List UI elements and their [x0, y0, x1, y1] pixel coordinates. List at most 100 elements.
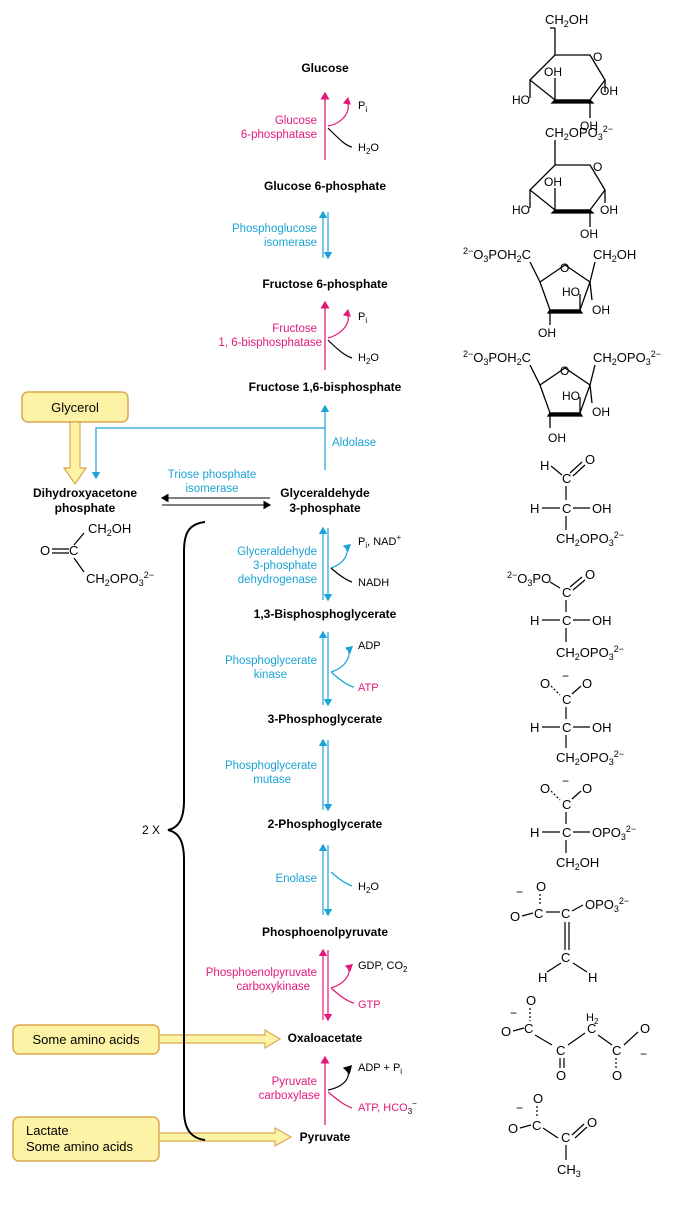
svg-text:H: H — [530, 613, 539, 628]
curve-pgk-adp — [330, 645, 354, 673]
metabolite-gap-line1: Glyceraldehyde — [280, 486, 370, 500]
fbp-ch2opo3: CH2OPO32− — [593, 349, 661, 367]
svg-text:O: O — [536, 879, 546, 894]
arrow-aldolase-branch — [91, 427, 325, 480]
enzyme-fbpase-line2: 1, 6-bisphosphatase — [218, 337, 322, 349]
side-pi-nad: Pi, NAD+ — [358, 533, 401, 550]
svg-text:H: H — [530, 720, 539, 735]
metabolite-glucose: Glucose — [301, 61, 349, 75]
enzyme-pgi-line2: isomerase — [264, 237, 317, 249]
glucose-ring-o: O — [593, 50, 602, 64]
svg-text:OPO32−: OPO32− — [592, 824, 636, 842]
svg-text:CH2OPO32−: CH2OPO32− — [556, 644, 624, 662]
glycerol-arrow — [62, 421, 88, 486]
side-atp-hco3: ATP, HCO3− — [358, 1099, 417, 1116]
svg-text:C: C — [534, 906, 543, 921]
svg-text:C: C — [561, 906, 570, 921]
metabolite-dhap-line2: phosphate — [55, 501, 116, 515]
svg-text:C: C — [562, 501, 571, 516]
f6p-oh-2: OH — [538, 326, 556, 340]
side-gdp-co2: GDP, CO2 — [358, 960, 408, 974]
glycerol-input: Glycerol — [21, 391, 129, 486]
svg-text:O: O — [508, 1121, 518, 1136]
f6p-structure — [529, 261, 596, 325]
svg-text:C: C — [524, 1021, 533, 1036]
svg-text:O: O — [40, 543, 50, 558]
g6p-structure — [529, 140, 606, 227]
metabolite-bisphosphoglycerate: 1,3-Bisphosphoglycerate — [254, 607, 397, 621]
svg-text:O: O — [540, 781, 550, 796]
curve-g6pase-pi — [327, 96, 352, 127]
metabolite-glucose-6-phosphate: Glucose 6-phosphate — [264, 179, 386, 193]
curve-pepck-gtp — [330, 987, 355, 1004]
pg2-structure: − O C O H C OPO32− CH2OH — [530, 774, 636, 872]
svg-text:OH: OH — [592, 501, 612, 516]
curve-pepck-gdp — [330, 963, 354, 989]
svg-text:C: C — [561, 950, 570, 965]
side-gtp: GTP — [358, 999, 381, 1011]
svg-text:H: H — [588, 970, 597, 985]
svg-text:C: C — [562, 825, 571, 840]
svg-text:CH2OH: CH2OH — [88, 521, 131, 538]
pyruvate-structure: − O O C C O CH3 — [508, 1091, 597, 1179]
amino-acids-input: Some amino acids — [12, 1024, 282, 1055]
g6p-ring-o: O — [593, 160, 602, 174]
svg-text:CH2OPO32−: CH2OPO32− — [86, 570, 154, 588]
enzyme-pgm-line1: Phosphoglycerate — [225, 760, 317, 772]
fbp-opo3-left: 2−O3POH2C — [463, 349, 531, 367]
metabolite-dhap-line1: Dihydroxyacetone — [33, 486, 137, 500]
svg-text:−: − — [562, 774, 569, 788]
svg-text:−: − — [516, 885, 523, 899]
svg-text:C: C — [562, 692, 571, 707]
svg-text:O: O — [587, 1115, 597, 1130]
svg-text:O: O — [585, 567, 595, 582]
f6p-ring-o: O — [560, 261, 569, 275]
curve-pc-adp — [327, 1065, 353, 1091]
enzyme-pgk-line1: Phosphoglycerate — [225, 655, 317, 667]
side-adp-pi: ADP + Pi — [358, 1062, 402, 1076]
fbp-ring-o: O — [560, 364, 569, 378]
svg-text:C: C — [612, 1043, 621, 1058]
svg-text:H: H — [530, 501, 539, 516]
g6p-oh-3: OH — [580, 227, 598, 241]
fbp-oh-2: OH — [548, 431, 566, 445]
metabolite-pyruvate: Pyruvate — [300, 1130, 351, 1144]
dhap-structure: CH2OH O C CH2OPO32− — [40, 521, 154, 588]
enzyme-gapdh-line3: dehydrogenase — [238, 574, 317, 586]
glucose-oh-3: OH — [580, 119, 598, 133]
svg-text:C: C — [562, 720, 571, 735]
metabolite-gap-line2: 3-phosphate — [289, 501, 361, 515]
f6p-ho: HO — [562, 285, 580, 299]
bpg-structure: 2−O3PO C O H C OH CH2OPO32− — [507, 567, 624, 662]
side-h2o-1: H2O — [358, 142, 379, 156]
svg-text:O: O — [510, 909, 520, 924]
side-h2o-3: H2O — [358, 881, 379, 895]
metabolite-phosphoenolpyruvate: Phosphoenolpyruvate — [262, 925, 388, 939]
curve-enolase-h2o — [330, 871, 353, 887]
metabolite-3-phosphoglycerate: 3-Phosphoglycerate — [268, 712, 383, 726]
svg-text:O: O — [526, 993, 536, 1008]
enzyme-pepck-line2: carboxykinase — [236, 981, 310, 993]
svg-text:O: O — [540, 676, 550, 691]
fbp-ho: HO — [562, 389, 580, 403]
svg-text:H: H — [540, 458, 549, 473]
svg-text:O: O — [533, 1091, 543, 1106]
side-pi-2: Pi — [358, 311, 367, 325]
amino-acids-label: Some amino acids — [33, 1032, 140, 1047]
svg-text:−: − — [640, 1047, 647, 1061]
svg-text:C: C — [562, 471, 571, 486]
glucose-oh-2: OH — [600, 84, 618, 98]
enzyme-enolase: Enolase — [275, 873, 317, 885]
enzyme-pgk-line2: kinase — [254, 669, 287, 681]
enzyme-pgm-line2: mutase — [253, 774, 291, 786]
enzyme-pgi-line1: Phosphoglucose — [232, 223, 317, 235]
f6p-oh-1: OH — [592, 303, 610, 317]
side-pi-1: Pi — [358, 100, 367, 114]
enzyme-gapdh-line2: 3-phosphate — [253, 560, 317, 572]
svg-text:CH2OH: CH2OH — [556, 855, 599, 872]
lactate-input: Lactate Some amino acids — [12, 1116, 293, 1162]
svg-text:H: H — [530, 825, 539, 840]
svg-text:C: C — [556, 1043, 565, 1058]
metabolite-fructose-bisphosphate: Fructose 1,6-bisphosphate — [249, 380, 402, 394]
